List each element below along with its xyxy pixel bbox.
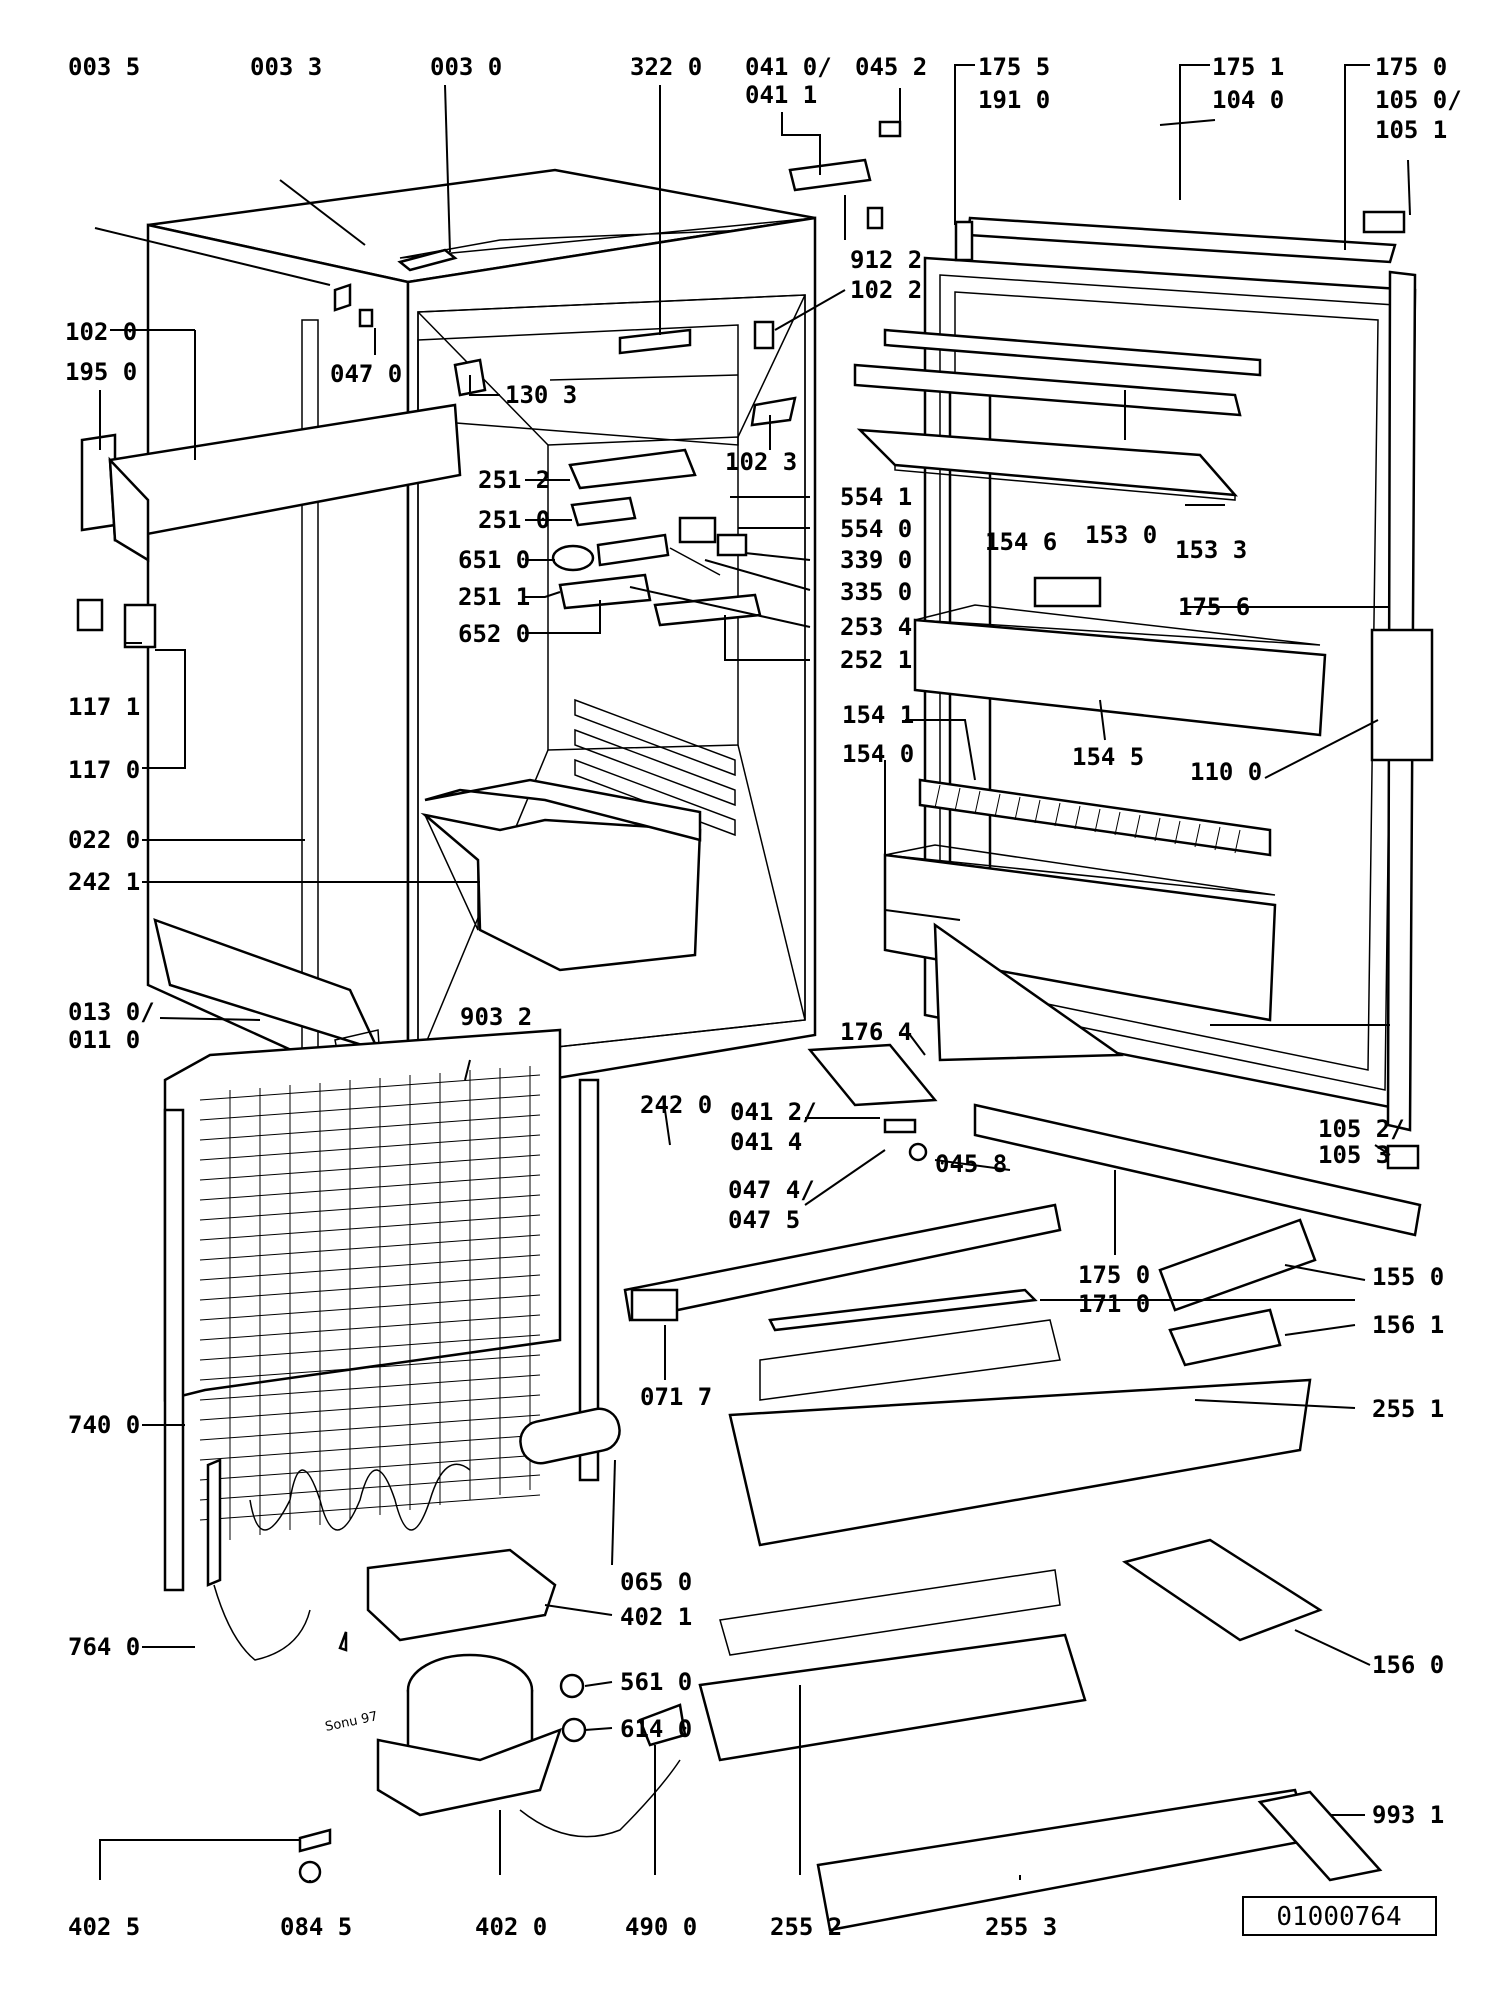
label-9122: 912 2 <box>850 246 922 274</box>
label-0130: 013 0/ <box>68 998 155 1026</box>
label-1052: 105 2/ <box>1318 1115 1405 1143</box>
label-1545: 154 5 <box>1072 743 1144 771</box>
label-7640: 764 0 <box>68 1633 140 1661</box>
condenser <box>163 1028 600 1592</box>
label-0035: 003 5 <box>68 53 140 81</box>
label-0458: 045 8 <box>935 1150 1007 1178</box>
artist-mark: Sonu 97 <box>324 1709 379 1735</box>
compressor-assembly <box>206 1407 687 1884</box>
label-1051: 105 1 <box>1375 116 1447 144</box>
label-6520: 652 0 <box>458 620 530 648</box>
label-0474: 047 4/ <box>728 1176 815 1204</box>
label-1950: 195 0 <box>65 358 137 386</box>
label-2521: 252 1 <box>840 646 912 674</box>
label-1100: 110 0 <box>1190 758 1262 786</box>
label-0030: 003 0 <box>430 53 502 81</box>
label-1710: 171 0 <box>1078 1290 1150 1318</box>
label-0470: 047 0 <box>330 360 402 388</box>
label-1171: 117 1 <box>68 693 140 721</box>
label-2552: 255 2 <box>770 1913 842 1941</box>
crisper-and-bottom-trim <box>153 778 702 1066</box>
label-2511: 251 1 <box>458 583 530 611</box>
label-4900: 490 0 <box>625 1913 697 1941</box>
label-1053: 105 3 <box>1318 1141 1390 1169</box>
drawing-number-stamp: 01000764 <box>1242 1896 1437 1936</box>
label-0845: 084 5 <box>280 1913 352 1941</box>
label-6510: 651 0 <box>458 546 530 574</box>
drawing-number: 01000764 <box>1276 1902 1401 1932</box>
label-0411: 041 1 <box>745 81 817 109</box>
condenser-grid <box>199 1066 541 1540</box>
label-0410: 041 0/ <box>745 53 832 81</box>
label-3220: 322 0 <box>630 53 702 81</box>
label-2420: 242 0 <box>640 1091 712 1119</box>
label-1023: 102 3 <box>725 448 797 476</box>
shelves-and-accessories <box>623 1043 1383 1932</box>
control-panel <box>76 403 462 649</box>
label-1540: 154 0 <box>842 740 914 768</box>
label-1530: 153 0 <box>1085 521 1157 549</box>
label-0414: 041 4 <box>730 1128 802 1156</box>
label-0717: 071 7 <box>640 1383 712 1411</box>
top-hinge-parts <box>333 120 902 427</box>
door-assembly <box>853 210 1434 1237</box>
label-1170: 117 0 <box>68 756 140 784</box>
label-1533: 153 3 <box>1175 536 1247 564</box>
label-1040: 104 0 <box>1212 86 1284 114</box>
label-0452: 045 2 <box>855 53 927 81</box>
label-0033: 003 3 <box>250 53 322 81</box>
label-1764: 176 4 <box>840 1018 912 1046</box>
label-5540: 554 0 <box>840 515 912 543</box>
label-1020: 102 0 <box>65 318 137 346</box>
label-1550: 155 0 <box>1372 1263 1444 1291</box>
label-1755: 175 5 <box>978 53 1050 81</box>
part-labels: 003 5 003 3 003 0 322 0 041 0/ 041 1 045… <box>65 53 1462 1941</box>
label-4025: 402 5 <box>68 1913 140 1941</box>
label-3350: 335 0 <box>840 578 912 606</box>
label-1022: 102 2 <box>850 276 922 304</box>
label-4021: 402 1 <box>620 1603 692 1631</box>
label-2534: 253 4 <box>840 613 912 641</box>
label-1910: 191 0 <box>978 86 1050 114</box>
label-2553: 255 3 <box>985 1913 1057 1941</box>
label-0220: 022 0 <box>68 826 140 854</box>
label-1541: 154 1 <box>842 701 914 729</box>
label-4020: 402 0 <box>475 1913 547 1941</box>
label-9931: 993 1 <box>1372 1801 1444 1829</box>
label-0412: 041 2/ <box>730 1098 817 1126</box>
label-5541: 554 1 <box>840 483 912 511</box>
label-1750-mid: 175 0 <box>1078 1261 1150 1289</box>
label-3390: 339 0 <box>840 546 912 574</box>
label-0650: 065 0 <box>620 1568 692 1596</box>
label-1546: 154 6 <box>985 528 1057 556</box>
label-7400: 740 0 <box>68 1411 140 1439</box>
label-5610: 561 0 <box>620 1668 692 1696</box>
label-9032: 903 2 <box>460 1003 532 1031</box>
leader-lines <box>94 64 1411 1882</box>
label-1751: 175 1 <box>1212 53 1284 81</box>
label-1050: 105 0/ <box>1375 86 1462 114</box>
label-6140: 614 0 <box>620 1715 692 1743</box>
lamp-and-thermostat <box>551 448 762 627</box>
label-1303: 130 3 <box>505 381 577 409</box>
label-2510: 251 0 <box>478 506 550 534</box>
label-1561: 156 1 <box>1372 1311 1444 1339</box>
label-1756: 175 6 <box>1178 593 1250 621</box>
label-2551: 255 1 <box>1372 1395 1444 1423</box>
label-0475: 047 5 <box>728 1206 800 1234</box>
label-1560: 156 0 <box>1372 1651 1444 1679</box>
label-0110: 011 0 <box>68 1026 140 1054</box>
label-1750-top: 175 0 <box>1375 53 1447 81</box>
label-2512: 251 2 <box>478 466 550 494</box>
label-2421: 242 1 <box>68 868 140 896</box>
